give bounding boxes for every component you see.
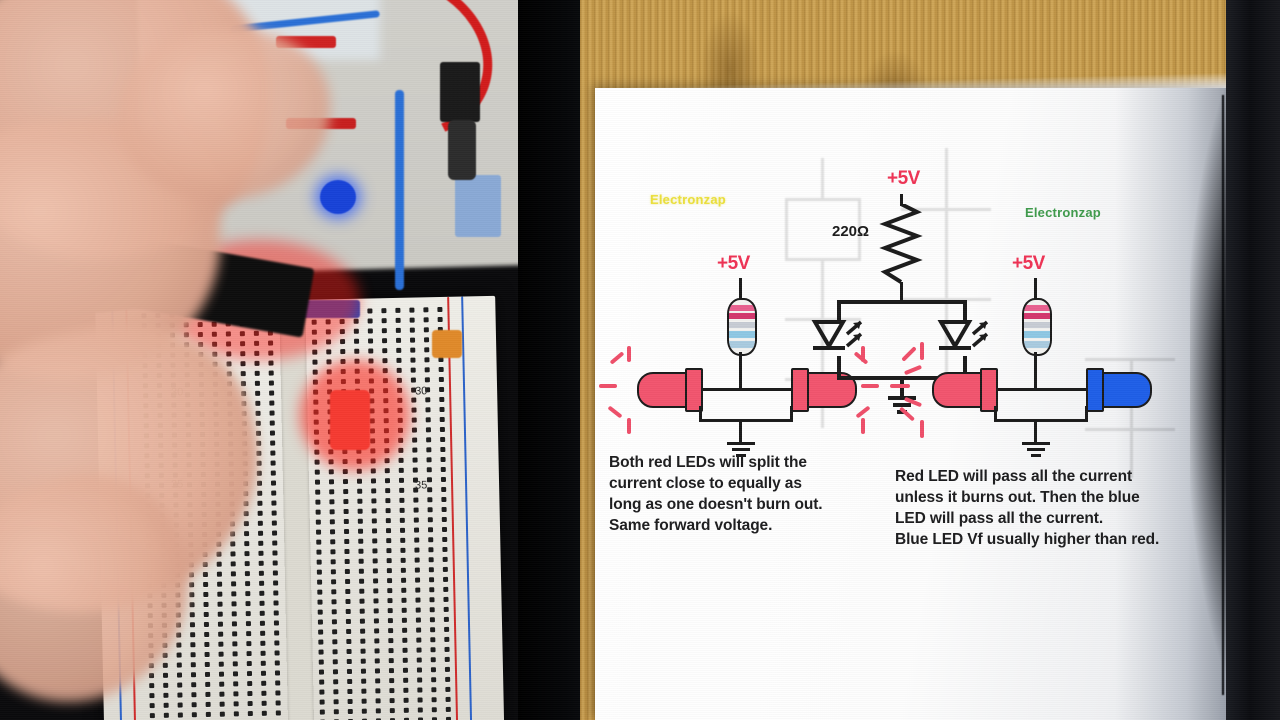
wire [900,194,903,206]
led-symbol-1 [811,320,863,350]
wire [790,406,793,422]
finger [120,30,330,200]
wire [1034,419,1037,443]
resistor-pictorial [727,298,757,356]
light-ray [920,342,924,360]
wire [699,406,702,422]
ground-symbol [893,403,911,407]
ground-symbol [727,442,755,445]
wire [1085,406,1088,422]
wire [900,282,903,302]
caption-right-line: LED will pass all the current. [895,510,1104,527]
notebook-cover [1226,0,1280,720]
light-ray [627,418,631,434]
wire [739,419,742,443]
caption-right-line: Blue LED Vf usually higher than red. [895,531,1160,548]
ground-symbol [732,448,750,451]
black-connector [440,62,480,122]
red-led-glow [300,360,410,470]
breadboard-workbench-photo: 30 30 35 35 [0,0,600,720]
wire [837,300,841,322]
breadboard-center-gutter [279,299,315,720]
wire [1034,278,1037,300]
wire [966,388,1134,391]
breadboard-row-label: 30 [415,385,428,398]
caption-right-line: unless it burns out. Then the blue [895,489,1140,506]
supply-label-5v: +5V [1012,253,1045,274]
light-ray [599,384,617,388]
wire [963,300,967,322]
caption-left-line: Both red LEDs will split the [609,454,807,471]
red-led-left-flange [685,368,703,412]
wire [963,356,967,380]
diagram-two-red-leds-parallel: +5V [599,253,915,457]
ground-symbol [1031,454,1041,457]
blue-led [320,180,356,214]
black-probe-tip [448,120,476,180]
breadboard-rail-negative-right [461,296,473,720]
caption-left-line: current close to equally as [609,475,802,492]
wire [739,278,742,300]
ground-symbol [1022,442,1050,445]
page-bleedthrough-ghost [895,148,1005,428]
led-symbol-2 [937,320,989,350]
wire [994,406,997,422]
watermark-electronzap-left: Electronzap [650,192,726,207]
resistor-pictorial [1022,298,1052,356]
notebook-page: Electronzap Electronzap +5V [595,88,1235,720]
light-ray [861,384,879,388]
supply-label-5v: +5V [717,253,750,274]
light-ray [627,346,631,362]
wire [994,419,1088,422]
caption-left: Both red LEDs will split the current clo… [609,452,823,536]
light-ray [861,346,865,362]
light-ray [609,351,625,365]
caption-right: Red LED will pass all the current unless… [895,466,1159,550]
watermark-electronzap-right: Electronzap [1025,205,1101,220]
light-ray [861,418,865,434]
caption-left-line: long as one doesn't burn out. [609,496,823,513]
page-bleedthrough-ghost [1075,338,1195,508]
notebook-page-edge-line [1222,95,1224,695]
light-ray [890,384,910,388]
blue-component-strip [300,300,360,318]
wire [837,356,841,380]
resistor-value-label: 220Ω [832,223,870,240]
blue-led-right-flange [1086,368,1104,412]
diagram-red-and-blue-led-parallel: +5V [890,253,1210,457]
ground-symbol [1027,448,1045,451]
ground-symbol [736,454,746,457]
wire [1034,352,1037,390]
light-ray [920,420,924,438]
wire [699,419,793,422]
caption-right-line: Red LED will pass all the current [895,468,1133,485]
orange-led [432,330,462,358]
ground-symbol [888,396,916,400]
wire [671,388,839,391]
red-led-right-flange [791,368,809,412]
light-ray [607,405,623,419]
component-blue-module [455,175,501,237]
breadboard-row-label: 35 [414,479,428,492]
red-led-left-flange [980,368,998,412]
supply-label-5v: +5V [887,168,920,189]
caption-left-line: Same forward voltage. [609,517,773,534]
blue-jumper-wire [395,90,404,290]
wire [837,300,967,304]
wire [739,352,742,390]
resistor-zigzag-symbol [879,204,923,284]
